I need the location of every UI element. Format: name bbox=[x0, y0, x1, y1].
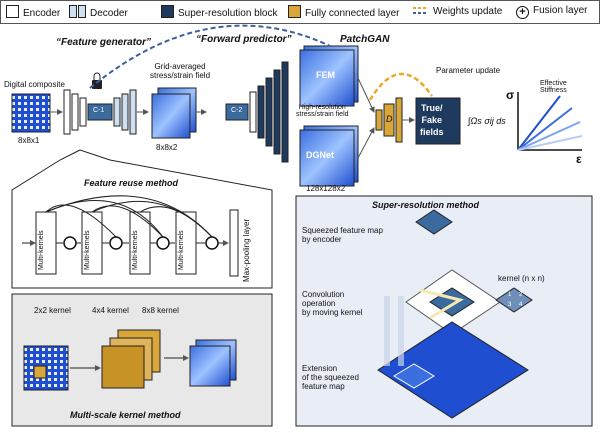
effective-stiffness-label: Effective Stiffness bbox=[540, 80, 567, 94]
legend-fully-connected: Fully connected layer bbox=[288, 5, 400, 19]
kernel-cell-1: 1 bbox=[508, 292, 512, 298]
kernel-2x2-label: 2x2 kernel bbox=[34, 306, 71, 315]
dgnet-label: DGNet bbox=[306, 150, 335, 160]
forward-predictor-title: “Forward predictor” bbox=[196, 34, 292, 45]
legend-encoder: Encoder bbox=[6, 5, 60, 19]
sigma-axis-label: σ bbox=[506, 88, 515, 102]
kernel-nxn-label: kernel (n x n) bbox=[498, 274, 545, 283]
kernel-4x4-label: 4x4 kernel bbox=[92, 306, 129, 315]
dgnet-field-image bbox=[299, 125, 359, 187]
max-pooling-label: Max-pooling layer bbox=[242, 218, 251, 282]
super-resolution-graphics bbox=[377, 209, 533, 419]
kernel-cell-4: 4 bbox=[519, 302, 523, 308]
kernel-cell-3: 3 bbox=[508, 302, 512, 308]
multi-kernels-1: Multi-kernels bbox=[38, 230, 45, 270]
weights-update-arc-gold bbox=[368, 72, 434, 101]
extension-label: Extension of the squeezed feature map bbox=[302, 364, 359, 391]
legend-super-resolution: Super-resolution block bbox=[161, 5, 278, 19]
kernel-8x8-label: 8x8 kernel bbox=[142, 306, 179, 315]
patchgan-title: PatchGAN bbox=[340, 34, 390, 45]
stress-strain-plot bbox=[517, 92, 583, 151]
fusion-icon: + bbox=[516, 6, 529, 19]
multi-scale-graphics bbox=[23, 329, 237, 391]
true-fake-label: True/ Fake fields bbox=[420, 103, 444, 137]
dim-8x8x2: 8x8x2 bbox=[156, 143, 178, 152]
dim-8x8x1: 8x8x1 bbox=[18, 136, 40, 145]
convolution-label: Convolution operation by moving kernel bbox=[302, 290, 363, 317]
digital-composite-label: Digital composite bbox=[4, 80, 65, 89]
multi-scale-title: Multi-scale kernel method bbox=[70, 410, 181, 420]
legend-weights-update: Weights update bbox=[411, 5, 502, 17]
grid-averaged-field bbox=[151, 87, 197, 139]
fem-label: FEM bbox=[316, 70, 335, 80]
multi-kernels-4: Multi-kernels bbox=[178, 230, 185, 270]
true-fake-box bbox=[415, 97, 461, 145]
kernel-cell-2: 2 bbox=[519, 292, 523, 298]
multi-kernels-3: Multi-kernels bbox=[132, 230, 139, 270]
epsilon-axis-label: ε bbox=[576, 152, 582, 166]
digital-composite-image bbox=[11, 93, 51, 133]
weights-update-icon bbox=[413, 7, 427, 14]
feature-generator-title: “Feature generator” bbox=[56, 37, 152, 48]
discriminator-block bbox=[375, 97, 403, 143]
c1-label: C-1 bbox=[93, 107, 105, 114]
super-resolution-title: Super-resolution method bbox=[372, 200, 480, 210]
feature-generator-encoder bbox=[63, 72, 137, 135]
high-res-label: High-resolution stress/strain field bbox=[296, 104, 349, 118]
grid-averaged-label: Grid-averaged stress/strain field bbox=[150, 62, 211, 80]
fem-field-image bbox=[299, 45, 359, 107]
feature-reuse-blocks bbox=[22, 195, 239, 277]
dim-128: 128x128x2 bbox=[306, 184, 346, 193]
multi-kernels-2: Multi-kernels bbox=[84, 230, 91, 270]
squeezed-map-label: Squeezed feature map by encoder bbox=[302, 226, 383, 244]
feature-reuse-title: Feature reuse method bbox=[84, 178, 179, 188]
legend-fusion: +Fusion layer bbox=[516, 5, 587, 19]
weights-update-arc-blue bbox=[89, 24, 331, 89]
c2-label: C-2 bbox=[231, 107, 243, 114]
forward-predictor-network bbox=[225, 61, 289, 163]
integral-label: ∫Ωs σij ds bbox=[468, 116, 506, 126]
legend-decoder: Decoder bbox=[69, 5, 128, 19]
parameter-update-label: Parameter update bbox=[436, 66, 501, 75]
legend: Encoder Decoder Super-resolution block F… bbox=[0, 0, 600, 24]
discriminator-label: D bbox=[386, 114, 393, 124]
